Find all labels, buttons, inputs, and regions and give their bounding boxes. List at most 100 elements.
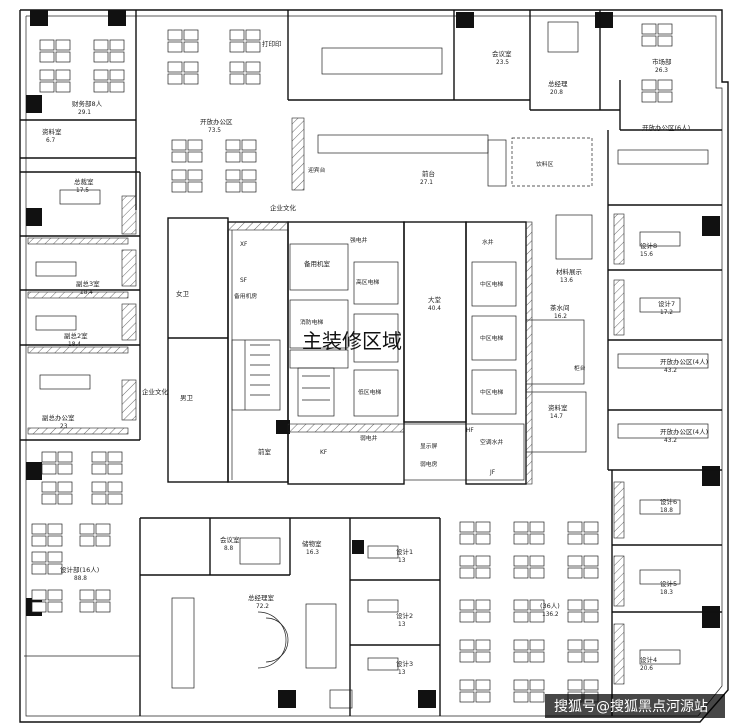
room-area-deputy: 23 — [60, 424, 68, 430]
label-display: 显示屏 — [420, 443, 438, 450]
room-area-vp2: 18.4 — [68, 342, 81, 348]
label-reception-desk: 迎宾台 — [308, 166, 326, 174]
label-weak-shaft: 弱电井 — [360, 434, 378, 442]
top-zone-walls — [20, 10, 722, 210]
room-name-meeting-b: 会议室 — [220, 535, 240, 544]
room-name-finance: 财务部8人 — [72, 99, 103, 108]
label-hf: HF — [466, 428, 474, 434]
label-high-zone-elevator: 高区电梯 — [356, 278, 379, 286]
label-jf: JF — [489, 470, 495, 476]
label-sf: SF — [240, 278, 247, 284]
room-name-storage: 储物室 — [302, 539, 322, 548]
room-area-meeting-a: 23.5 — [496, 60, 509, 66]
room-area-design6: 18.8 — [660, 508, 673, 514]
room-name-design-dept: 设计部(16人) — [60, 565, 99, 574]
room-name-vp2: 副总2室 — [64, 331, 88, 340]
room-name-design4: 设计4 — [640, 655, 657, 664]
room-name-president: 总裁室 — [74, 177, 94, 186]
room-area-open-office-36: 136.2 — [542, 612, 559, 618]
room-area-open-office: 73.5 — [208, 128, 221, 134]
label-kf: KF — [320, 450, 327, 456]
room-area-lobby: 40.4 — [428, 306, 441, 312]
room-area-material: 13.6 — [560, 278, 573, 284]
room-area-president: 17.5 — [76, 188, 89, 194]
label-ac-shaft: 空调水井 — [480, 438, 503, 446]
label-mid-zone-elevator-2: 中区电梯 — [480, 334, 503, 342]
label-male-wc: 男卫 — [180, 394, 194, 402]
room-area-design2: 13 — [398, 622, 406, 628]
outer-walls — [19, 9, 729, 723]
room-name-material: 材料展示 — [556, 267, 583, 276]
room-area-meeting-b: 8.8 — [224, 546, 234, 552]
room-name-design8: 设计8 — [640, 241, 657, 250]
label-corporate-culture: 企业文化 — [270, 203, 297, 212]
label-pantry: 饮料区 — [536, 160, 554, 168]
right-office-walls — [607, 130, 722, 716]
room-area-design1: 13 — [398, 558, 406, 564]
room-area-design5: 18.3 — [660, 590, 673, 596]
room-name-open-office-6: 开放办公区(6人) — [642, 123, 690, 132]
desk-clusters — [31, 21, 709, 703]
room-area-design3: 13 — [398, 670, 406, 676]
room-area-open-office-4b: 43.2 — [664, 438, 677, 444]
room-name-meeting-a: 会议室 — [492, 49, 512, 58]
room-area-market: 26.3 — [655, 68, 668, 74]
room-area-tea: 16.2 — [554, 314, 567, 320]
room-labels: 财务部8人 29.1 资料室 6.7 开放办公区 73.5 打印印 会议室 23… — [42, 39, 708, 676]
room-name-ceo-office: 总经理室 — [248, 593, 275, 602]
room-area-archive: 14.7 — [550, 414, 563, 420]
room-name-open-office-4b: 开放办公区(4人) — [660, 427, 708, 436]
room-area-storage: 16.3 — [306, 550, 319, 556]
room-area-vault: 6.7 — [46, 138, 56, 144]
label-mid-zone-elevator-3: 中区电梯 — [480, 388, 503, 396]
core-walls — [167, 214, 593, 485]
room-name-design5: 设计5 — [660, 579, 677, 588]
room-name-vp3: 副总3室 — [76, 279, 100, 288]
room-name-design3: 设计3 — [396, 659, 413, 668]
label-low-zone-elevator: 低区电梯 — [358, 388, 381, 396]
room-area-ceo-office: 72.2 — [256, 604, 269, 610]
bottom-zone-walls — [24, 517, 441, 716]
core-labels: 企业文化 企业文化 女卫 男卫 XF SF 备用机房 备用机室 强电井 高区电梯… — [142, 160, 586, 476]
room-name-design1: 设计1 — [396, 547, 413, 556]
room-name-open-office-4a: 开放办公区(4人) — [660, 357, 708, 366]
room-name-deputy: 副总办公室 — [42, 413, 75, 422]
room-name-tea: 茶水间 — [550, 303, 570, 312]
room-name-open-office-36: (36人) — [540, 602, 560, 610]
room-area-design8: 15.6 — [640, 252, 653, 258]
room-name-archive: 资料室 — [548, 403, 568, 412]
room-name-design6: 设计6 — [660, 497, 677, 506]
room-name-manager: 总经理 — [548, 79, 568, 88]
room-name-reception: 前台 — [422, 169, 435, 178]
label-mech-room: 备用机室 — [304, 259, 331, 268]
room-name-design2: 设计2 — [396, 611, 413, 620]
room-area-open-office-4a: 43.2 — [664, 368, 677, 374]
room-name-design7: 设计7 — [658, 299, 675, 308]
room-area-design-dept: 88.8 — [74, 576, 87, 582]
label-female-wc: 女卫 — [176, 289, 190, 298]
room-area-reception: 27.1 — [420, 180, 433, 186]
room-area-manager: 20.8 — [550, 90, 563, 96]
watermark-text: 搜狐号@搜狐黑点河源站 — [554, 699, 708, 715]
room-area-design7: 17.2 — [660, 310, 673, 316]
left-office-walls — [20, 171, 141, 441]
label-corporate-culture-2: 企业文化 — [142, 387, 169, 396]
room-name-printer: 打印印 — [262, 39, 282, 48]
main-area-label: 主装修区域 — [302, 329, 402, 353]
label-mid-zone-elevator: 中区电梯 — [480, 280, 503, 288]
label-fire-elevator: 消防电梯 — [300, 318, 323, 326]
room-name-vault: 资料室 — [42, 127, 62, 136]
label-xf: XF — [240, 242, 247, 248]
label-weak-room: 弱电房 — [420, 460, 438, 468]
label-strong-shaft: 强电井 — [350, 236, 368, 244]
label-water-shaft: 水井 — [482, 238, 494, 246]
room-area-finance: 29.1 — [78, 110, 91, 116]
watermark: 搜狐号@搜狐黑点河源站 — [545, 694, 725, 718]
room-name-open-office: 开放办公区 — [200, 117, 233, 126]
room-name-market: 市场部 — [652, 57, 672, 66]
room-name-lobby: 大堂 — [428, 295, 442, 304]
label-cabinet: 柜台 — [574, 364, 586, 372]
room-area-vp3: 18.4 — [80, 290, 93, 296]
label-backup-room: 备用机房 — [234, 292, 257, 300]
